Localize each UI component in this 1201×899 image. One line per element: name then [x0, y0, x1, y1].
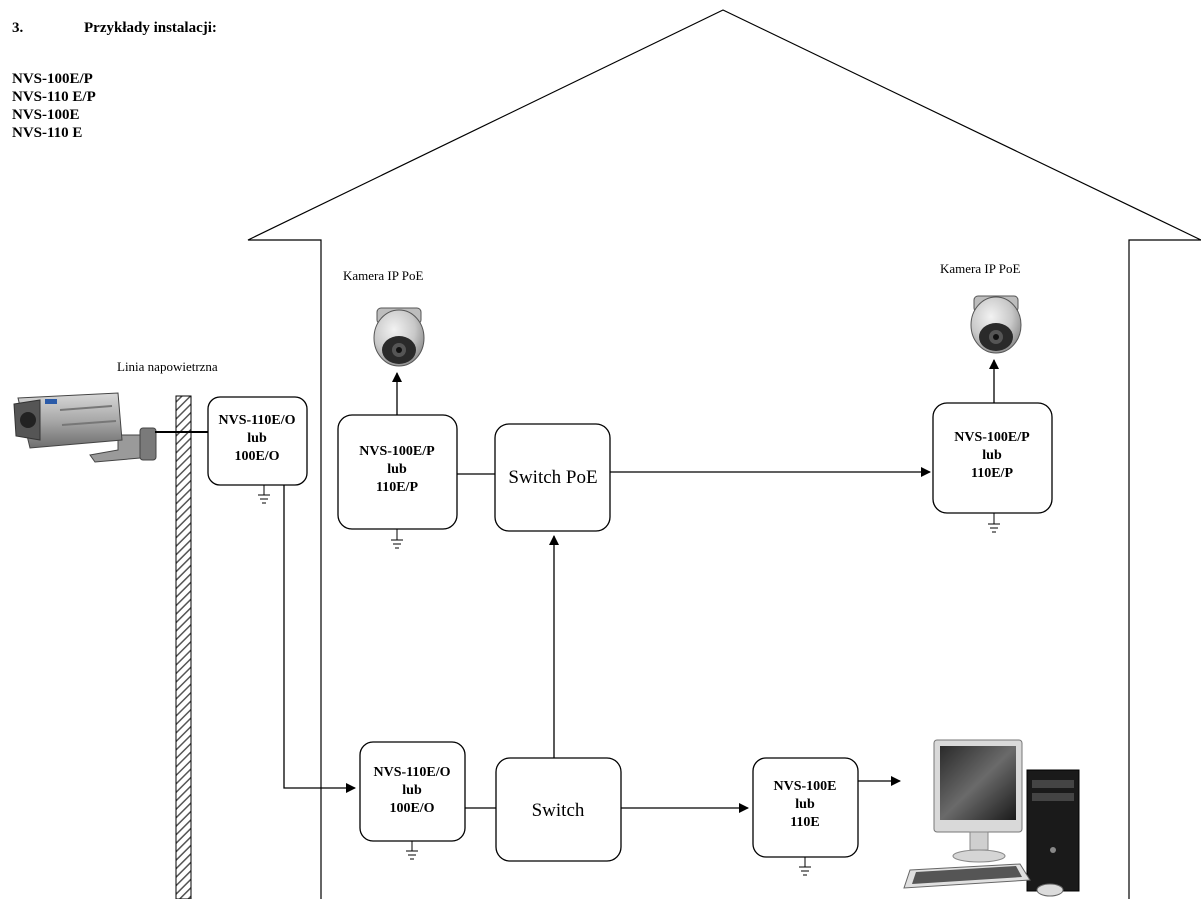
outdoor-converter-line1: NVS-110E/O — [218, 413, 295, 428]
section-title: Przykłady instalacji: — [84, 20, 217, 36]
indoor-converter-line3: 100E/O — [389, 801, 434, 816]
poe-injector-left-line1: NVS-100E/P — [359, 444, 435, 459]
overhead-line-caption: Linia napowietrzna — [117, 359, 218, 374]
poe-injector-right-line3: 110E/P — [971, 466, 1013, 481]
overhead-to-indoor-link — [283, 485, 356, 793]
right-camera-caption: Kamera IP PoE — [940, 261, 1020, 276]
switch-poe-label: Switch PoE — [508, 467, 597, 488]
poe-injector-right-line2: lub — [982, 448, 1002, 463]
model-item: NVS-110 E — [12, 125, 83, 141]
desktop-computer-icon — [903, 739, 1080, 897]
ground-icon — [406, 841, 418, 860]
ground-icon — [391, 529, 403, 549]
model-item: NVS-100E — [12, 107, 80, 123]
left-camera-caption: Kamera IP PoE — [343, 268, 423, 283]
outdoor-converter-line3: 100E/O — [234, 449, 279, 464]
poe-injector-right-line1: NVS-100E/P — [954, 430, 1030, 445]
poe-injector-left-line3: 110E/P — [376, 480, 418, 495]
overhead-line-pole — [175, 395, 192, 899]
model-item: NVS-100E/P — [12, 71, 93, 87]
indoor-converter-line2: lub — [402, 783, 422, 798]
right-dome-camera — [970, 295, 1022, 354]
outdoor-converter-box[interactable] — [207, 396, 308, 486]
pc-converter-line3: 110E — [790, 815, 820, 830]
section-heading: 3. Przykłady instalacji: — [12, 20, 217, 37]
ground-icon — [258, 485, 270, 504]
switch-poe-box[interactable] — [494, 423, 611, 532]
house-outline — [247, 9, 1201, 899]
pc-converter-line1: NVS-100E — [773, 779, 836, 794]
indoor-converter-line1: NVS-110E/O — [373, 765, 450, 780]
ground-icon — [988, 513, 1000, 533]
poe-injector-right-box[interactable] — [932, 402, 1053, 514]
model-list: NVS-100E/P NVS-110 E/P NVS-100E NVS-110 … — [12, 70, 96, 142]
switch-box[interactable] — [495, 757, 622, 862]
section-number: 3. — [12, 20, 24, 36]
poe-injector-left-line2: lub — [387, 462, 407, 477]
model-item: NVS-110 E/P — [12, 89, 96, 105]
pc-converter-line2: lub — [795, 797, 815, 812]
outdoor-converter-line2: lub — [247, 431, 267, 446]
outdoor-bullet-camera — [13, 392, 157, 463]
switch-label: Switch — [532, 800, 585, 821]
ground-icon — [799, 857, 811, 876]
left-dome-camera — [373, 307, 425, 367]
